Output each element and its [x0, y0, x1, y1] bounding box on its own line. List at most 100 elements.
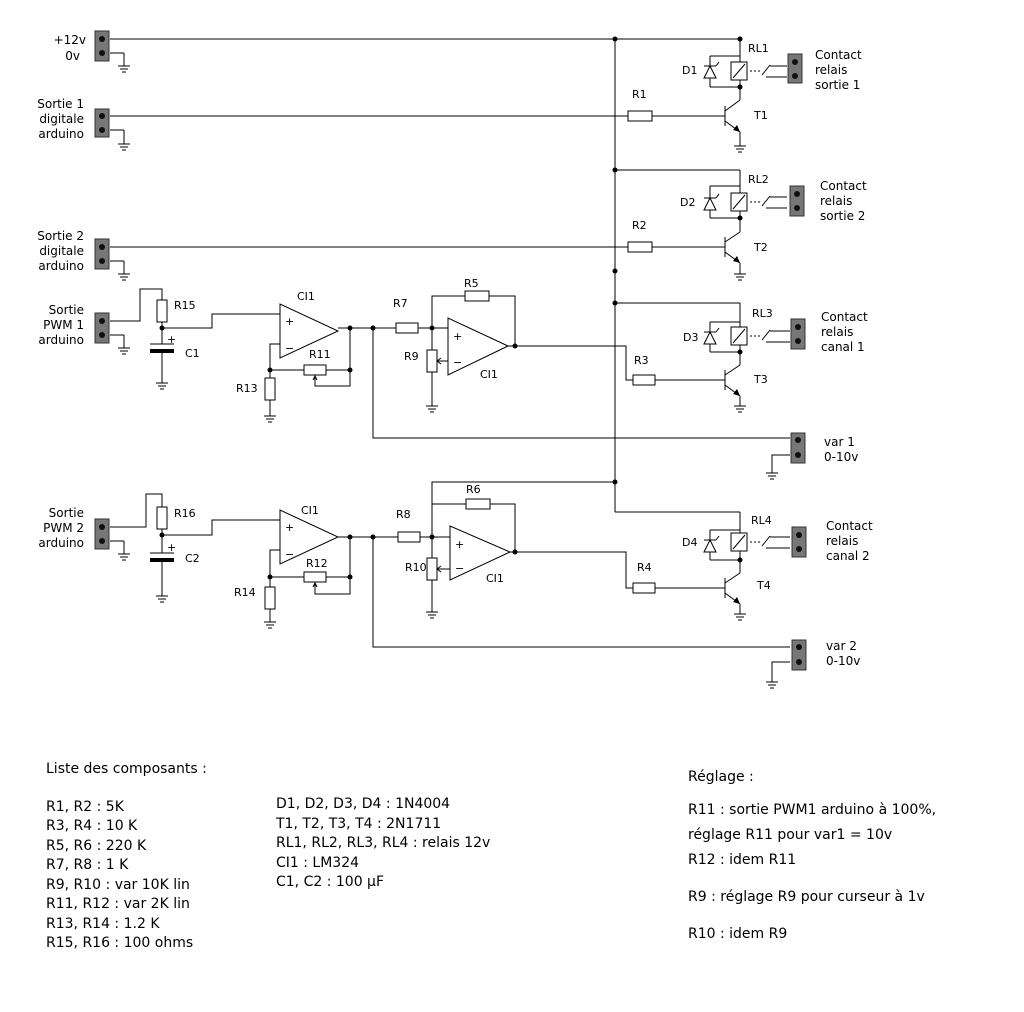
power-bus [110, 36, 743, 530]
power-label-0v: 0v [65, 49, 80, 63]
resistor-r3 [632, 374, 656, 386]
opamp-b-plus: + [453, 330, 462, 343]
components-list-col2: D1, D2, D3, D4 : 1N4004 T1, T2, T3, T4 :… [276, 795, 490, 893]
label-t3: T3 [753, 373, 768, 386]
label-r11: R11 [309, 348, 331, 361]
resistor-r7 [395, 322, 419, 334]
pwm2-connector: Sortie PWM 2 arduino [38, 506, 131, 561]
relais1-label-1: Contact [815, 48, 862, 62]
label-r6: R6 [466, 483, 481, 496]
canal2-label-1: Contact [826, 519, 873, 533]
reglage-line: R10 : idem R9 [688, 926, 788, 942]
components-list-title: Liste des composants : [46, 761, 207, 777]
label-r7: R7 [393, 297, 408, 310]
var1-label-2: 0-10v [824, 450, 858, 464]
label-r8: R8 [396, 508, 411, 521]
component-line: R13, R14 : 1.2 K [46, 915, 160, 932]
opamp-a: + − CI1 R11 R13 [236, 290, 790, 439]
sortie1-label-2: digitale [39, 112, 84, 126]
label-r10: R10 [405, 561, 427, 574]
resistor-r4 [632, 582, 656, 594]
pwm1-input-stage: + R15 C1 [110, 288, 280, 390]
relais1-label-2: relais [815, 63, 847, 77]
resistor-r1 [627, 110, 653, 122]
component-line: RL1, RL2, RL3, RL4 : relais 12v [276, 835, 491, 851]
pwm2-label-3: arduino [38, 536, 84, 550]
component-line: R3, R4 : 10 K [46, 818, 138, 834]
component-line: R7, R8 : 1 K [46, 857, 129, 873]
opamp-d: + − CI1 R6 R10 [405, 481, 633, 619]
component-line: R9, R10 : var 10K lin [46, 876, 190, 893]
opamp-b: + − CI1 R5 R9 [404, 277, 633, 413]
relay-block-4: RL4 D4 T4 Contact relais canal 2 [682, 514, 873, 621]
label-r16: R16 [174, 507, 196, 520]
label-d2: D2 [680, 196, 695, 209]
reglage-line: R9 : réglage R9 pour curseur à 1v [688, 889, 925, 905]
relais2-label-1: Contact [820, 179, 867, 193]
label-c2: C2 [185, 552, 200, 565]
label-r13: R13 [236, 382, 258, 395]
pwm1-label-1: Sortie [49, 303, 84, 317]
resistor-r8 [397, 531, 421, 543]
reglage-section: Réglage : R11 : sortie PWM1 arduino à 10… [688, 765, 936, 947]
component-line: R11, R12 : var 2K lin [46, 896, 190, 912]
c1-plus: + [167, 333, 176, 346]
label-t1: T1 [753, 109, 768, 122]
opamp-a-plus: + [285, 315, 294, 328]
label-rl3: RL3 [752, 307, 773, 320]
relais2-label-2: relais [820, 194, 852, 208]
label-ci1-d: CI1 [486, 572, 504, 585]
label-d3: D3 [683, 331, 698, 344]
sortie1-label-1: Sortie 1 [37, 97, 84, 111]
reglage-line: R12 : idem R11 [688, 852, 797, 868]
var2-label-2: 0-10v [826, 654, 860, 668]
label-d1: D1 [682, 64, 697, 77]
label-t4: T4 [756, 579, 771, 592]
opamp-c-plus: + [285, 521, 294, 534]
component-line: R5, R6 : 220 K [46, 837, 147, 854]
label-rl2: RL2 [748, 173, 769, 186]
opamp-b-minus: − [453, 356, 462, 369]
canal2-label-3: canal 2 [826, 549, 870, 563]
sortie2-label-3: arduino [38, 259, 84, 273]
c2-plus: + [167, 541, 176, 554]
component-line: T1, T2, T3, T4 : 2N1711 [276, 815, 442, 832]
var2-label-1: var 2 [826, 639, 857, 653]
label-r3: R3 [634, 354, 649, 367]
power-label-12v: +12v [54, 33, 86, 47]
pwm2-input-stage: + R16 C2 [110, 493, 280, 603]
component-line: R1, R2 : 5K [46, 798, 124, 815]
label-rl4: RL4 [751, 514, 772, 527]
label-ci1-c: CI1 [301, 504, 319, 517]
reglage-line: R11 : sortie PWM1 arduino à 100%, [688, 802, 937, 818]
label-r2: R2 [632, 219, 647, 232]
sortie1-connector: Sortie 1 digitale arduino [37, 97, 628, 151]
label-r14: R14 [234, 586, 256, 599]
label-r4: R4 [637, 561, 652, 574]
pwm2-label-1: Sortie [49, 506, 84, 520]
label-r5: R5 [464, 277, 479, 290]
label-r15: R15 [174, 299, 196, 312]
opamp-a-minus: − [285, 342, 294, 355]
label-ci1-a: CI1 [297, 290, 315, 303]
var1-label-1: var 1 [824, 435, 855, 449]
var2-connector: var 2 0-10v [765, 639, 860, 689]
relais2-label-3: sortie 2 [820, 209, 865, 223]
relay-block-3: RL3 D3 T3 Contact relais canal 1 [683, 307, 868, 413]
label-d4: D4 [682, 536, 697, 549]
pwm1-label-3: arduino [38, 333, 84, 347]
pwm1-label-2: PWM 1 [43, 318, 84, 332]
sortie2-connector: Sortie 2 digitale arduino [37, 229, 628, 281]
opamp-d-minus: − [455, 562, 464, 575]
relay-block-1: RL1 D1 T1 Contact relais sortie 1 [682, 42, 862, 153]
component-line: C1, C2 : 100 µF [276, 874, 385, 890]
reglage-title: Réglage : [688, 769, 754, 785]
label-r9: R9 [404, 350, 419, 363]
opamp-c-minus: − [285, 548, 294, 561]
opamp-d-plus: + [455, 538, 464, 551]
sortie2-label-1: Sortie 2 [37, 229, 84, 243]
sortie1-label-3: arduino [38, 127, 84, 141]
sortie2-label-2: digitale [39, 244, 84, 258]
label-r1: R1 [632, 88, 647, 101]
